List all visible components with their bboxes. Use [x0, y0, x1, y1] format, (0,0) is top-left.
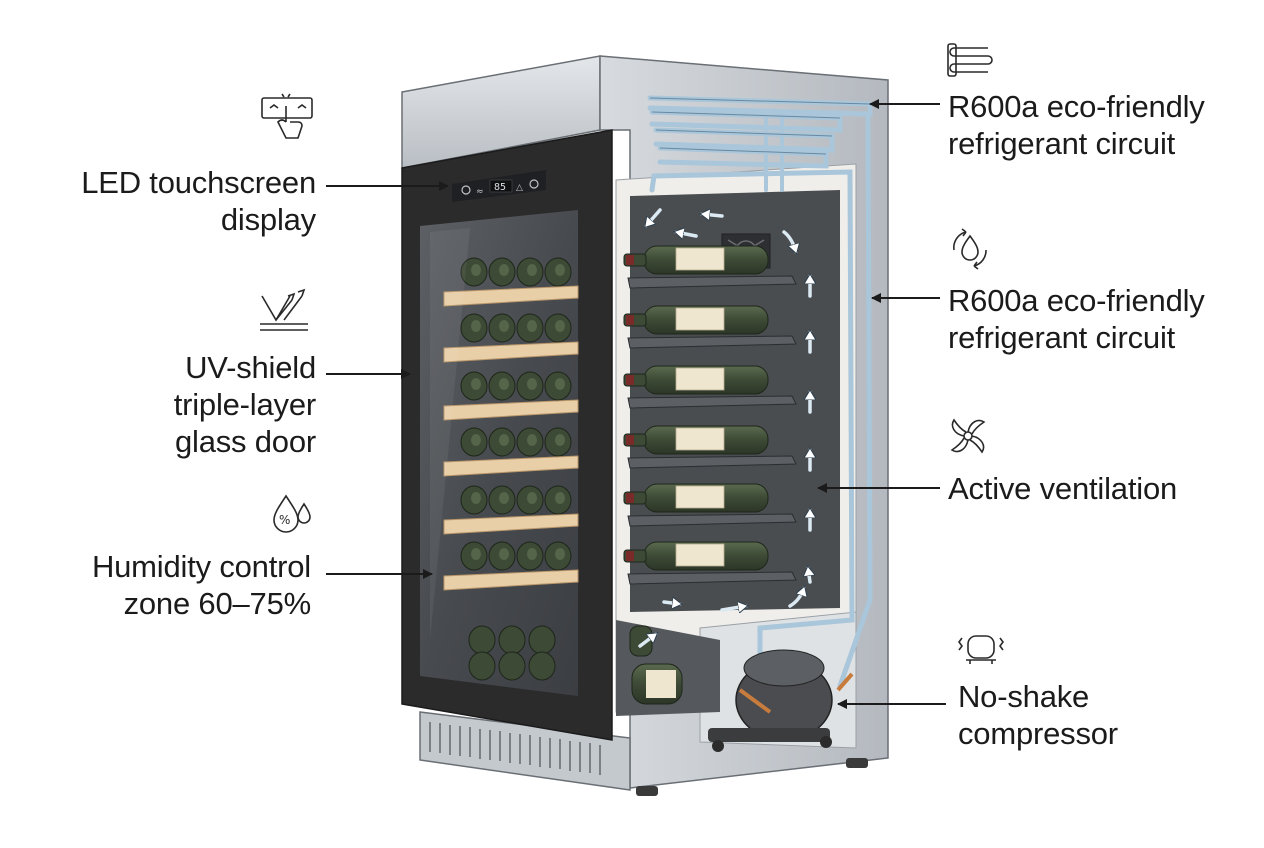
- bottle-end-highlight: [527, 548, 537, 560]
- wifi-icon: ≈: [476, 187, 484, 197]
- bottle-end: [528, 625, 556, 655]
- bottle-end-highlight: [555, 492, 565, 504]
- wooden-shelf: [443, 513, 579, 535]
- bottle-label: [675, 543, 725, 567]
- wooden-shelf: [443, 399, 579, 421]
- label-humidity-line-1: Humidity control: [91, 549, 311, 584]
- fan-icon: [950, 418, 986, 454]
- bottle-capsule: [626, 375, 634, 385]
- label-ventilation-line-1: Active ventilation: [948, 471, 1178, 506]
- bottle-capsule: [626, 255, 634, 265]
- bottle-label: [646, 670, 676, 698]
- bottle-capsule: [626, 551, 634, 561]
- wooden-shelf: [443, 569, 579, 591]
- bottle-end: [498, 625, 526, 655]
- wire-shelf: [627, 275, 797, 289]
- label-touchscreen-line-2: display: [220, 202, 316, 237]
- wire-shelf: [627, 395, 797, 409]
- bottle-end-highlight: [555, 264, 565, 276]
- label-glass-door-line-2: triple-layer: [173, 387, 317, 422]
- bottle-end-highlight: [471, 548, 481, 560]
- bottle-end-highlight: [527, 320, 537, 332]
- refrigerant-coil-icon: [947, 43, 993, 77]
- up-arrow-icon: △: [516, 183, 523, 193]
- bottle-end-highlight: [555, 548, 565, 560]
- label-compressor: No-shake compressor: [958, 678, 1118, 752]
- temperature-readout: 85: [494, 182, 506, 193]
- bottle-end-highlight: [499, 434, 509, 446]
- led-control-panel: ≈ 85 △: [452, 170, 546, 202]
- label-compressor-line-2: compressor: [958, 716, 1118, 751]
- label-refrigerant-top-line-2: refrigerant circuit: [948, 126, 1176, 161]
- bottle-end-highlight: [555, 378, 565, 390]
- wooden-shelf: [443, 455, 579, 477]
- bottle-label: [675, 247, 725, 271]
- label-ventilation: Active ventilation: [948, 470, 1177, 507]
- svg-text:%: %: [279, 513, 290, 527]
- glass-reflection: [430, 228, 470, 640]
- wooden-shelf: [443, 285, 579, 307]
- label-refrigerant-mid-line-2: refrigerant circuit: [948, 320, 1176, 355]
- bottle-end-highlight: [499, 264, 509, 276]
- bottle-end-highlight: [555, 434, 565, 446]
- bottle-capsule: [626, 435, 634, 445]
- bottle-end-highlight: [527, 264, 537, 276]
- label-refrigerant-mid-line-1: R600a eco-friendly: [948, 283, 1205, 318]
- interior-wine-racks: [623, 245, 797, 705]
- plinth-vent: [429, 722, 601, 775]
- bottle-end-highlight: [471, 378, 481, 390]
- bottle-end-highlight: [499, 378, 509, 390]
- eco-cycle-drop-icon: [953, 228, 987, 270]
- bottle-end-highlight: [471, 434, 481, 446]
- label-compressor-line-1: No-shake: [958, 679, 1090, 714]
- refrigerant-pipe-outline: [649, 97, 871, 155]
- on-off-icon: [529, 179, 539, 189]
- bottle-capsule: [626, 315, 634, 325]
- refrigerant-circuit: [647, 95, 873, 703]
- bottle-capsule: [626, 493, 634, 503]
- bottle-end-highlight: [499, 548, 509, 560]
- bottle-end-highlight: [471, 492, 481, 504]
- wire-shelf: [627, 513, 797, 527]
- power-icon: [461, 185, 471, 195]
- bottle-end: [528, 651, 556, 681]
- bottle-end-highlight: [555, 320, 565, 332]
- bottle-end-highlight: [527, 434, 537, 446]
- label-glass-door-line-3: glass door: [174, 424, 316, 459]
- compressor-vibration-icon: [958, 635, 1004, 664]
- bottle-label: [675, 307, 725, 331]
- bottle-end-highlight: [499, 320, 509, 332]
- bottle-label: [675, 367, 725, 391]
- label-refrigerant-mid: R600a eco-friendly refrigerant circuit: [948, 282, 1205, 356]
- label-refrigerant-top-line-1: R600a eco-friendly: [948, 89, 1205, 124]
- touch-panel-icon: [261, 93, 313, 139]
- label-glass-door: UV-shield triple-layer glass door: [173, 349, 317, 460]
- uv-shield-icon: [260, 288, 308, 331]
- label-touchscreen-line-1: LED touchscreen: [81, 165, 316, 200]
- humidity-drops-icon: %: [273, 494, 311, 533]
- bottle-end: [468, 651, 496, 681]
- wire-shelf: [627, 335, 797, 349]
- bottle-end: [468, 625, 496, 655]
- label-touchscreen: LED touchscreen display: [81, 164, 316, 238]
- label-glass-door-line-1: UV-shield: [185, 350, 316, 385]
- wire-shelf: [627, 455, 797, 469]
- bottle-label: [675, 427, 725, 451]
- bottle-end-highlight: [471, 264, 481, 276]
- wire-shelf: [627, 571, 797, 585]
- leader-lines: [326, 99, 946, 709]
- bottle-end-highlight: [471, 320, 481, 332]
- bottle-end: [498, 651, 526, 681]
- bottle-end-highlight: [527, 492, 537, 504]
- bottle-end-highlight: [527, 378, 537, 390]
- bottle-end-highlight: [499, 492, 509, 504]
- label-refrigerant-top: R600a eco-friendly refrigerant circuit: [948, 88, 1205, 162]
- bottle-label: [675, 485, 725, 509]
- compressor: [708, 649, 854, 752]
- wooden-shelf: [443, 341, 579, 363]
- door-view-wine-racks: [443, 257, 579, 681]
- label-humidity-line-2: zone 60–75%: [123, 586, 312, 621]
- label-humidity: Humidity control zone 60–75%: [92, 548, 311, 622]
